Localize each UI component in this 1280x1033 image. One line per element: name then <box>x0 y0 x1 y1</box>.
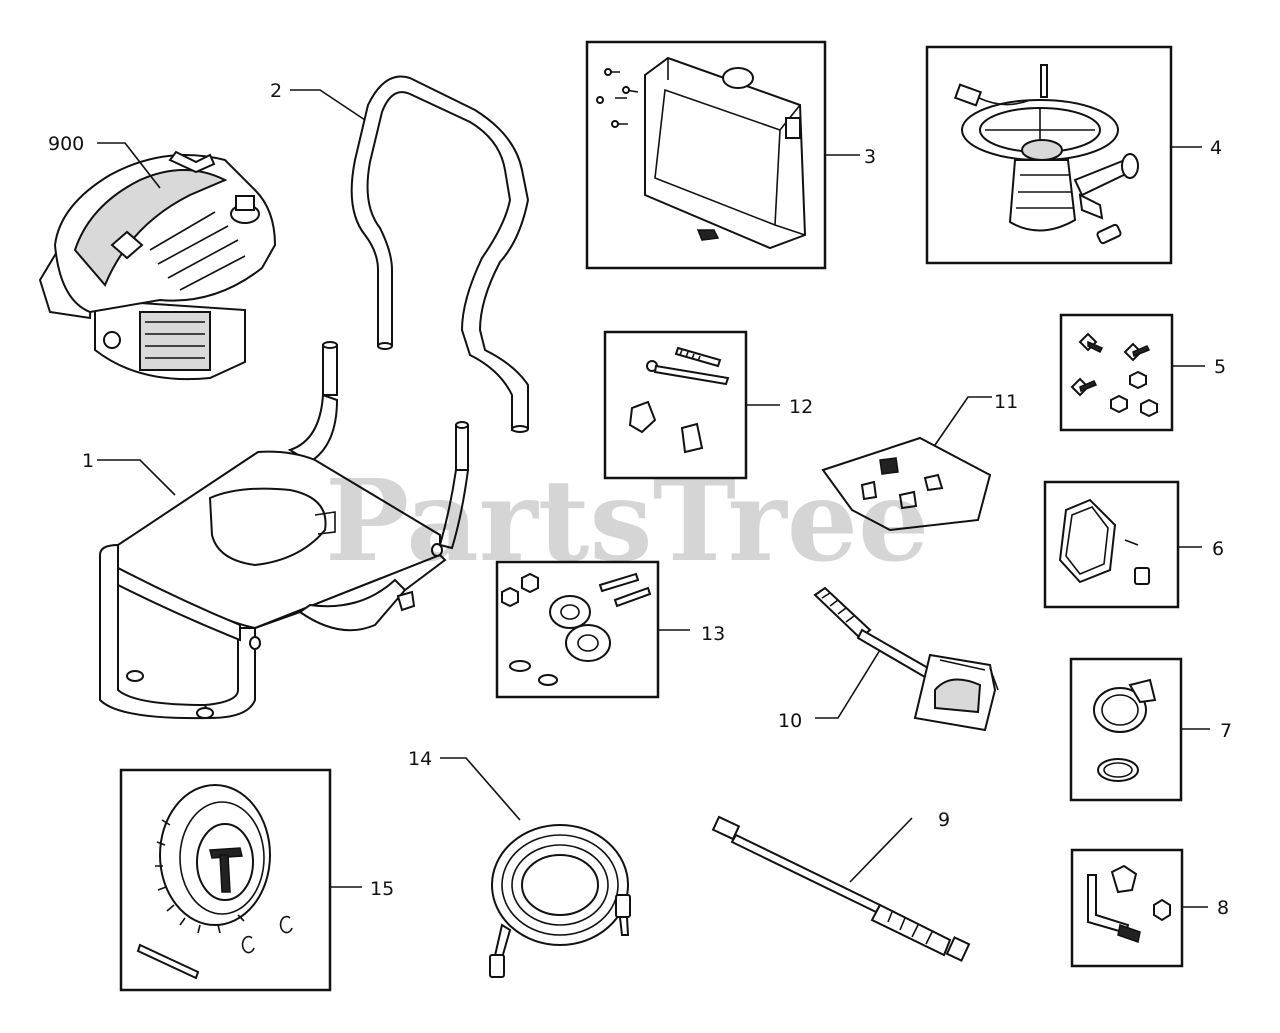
part-3-box <box>585 40 860 270</box>
callout-11: 11 <box>994 391 1018 413</box>
callout-9: 9 <box>938 809 950 831</box>
part-10-spray-gun <box>813 586 999 732</box>
part-6-bracket <box>1043 480 1202 609</box>
callout-13: 13 <box>701 623 725 645</box>
callout-4: 4 <box>1210 137 1222 159</box>
callout-10: 10 <box>778 710 802 732</box>
part-4-pump <box>925 45 1202 265</box>
callout-15: 15 <box>370 878 394 900</box>
callout-12: 12 <box>789 396 813 418</box>
leader-lines <box>97 89 366 496</box>
callout-1: 1 <box>82 450 94 472</box>
callout-5: 5 <box>1214 356 1226 378</box>
part-13-bearings <box>495 560 690 699</box>
callout-900: 900 <box>48 133 84 155</box>
watermark-text: PartsTree <box>325 456 929 587</box>
callout-2: 2 <box>270 80 282 102</box>
part-7-cap <box>1069 657 1210 802</box>
callout-6: 6 <box>1212 538 1224 560</box>
part-14-hose <box>440 757 631 978</box>
callout-labels: 900 1 2 3 4 5 6 7 8 9 10 11 12 13 14 15 <box>48 80 1232 919</box>
callout-7: 7 <box>1220 720 1232 742</box>
callout-8: 8 <box>1217 897 1229 919</box>
part-1-base-frame <box>99 341 470 720</box>
part-12-bolts <box>603 330 780 480</box>
part-900-engine <box>38 150 277 381</box>
part-8-fittings <box>1070 848 1208 968</box>
part-11-nozzle-bag <box>821 396 992 532</box>
part-2-handle <box>350 75 530 433</box>
callout-14: 14 <box>408 748 432 770</box>
callout-3: 3 <box>864 146 876 168</box>
part-5-hardware <box>1059 313 1205 432</box>
part-9-lance <box>711 815 971 962</box>
part-15-wheel <box>119 768 362 992</box>
